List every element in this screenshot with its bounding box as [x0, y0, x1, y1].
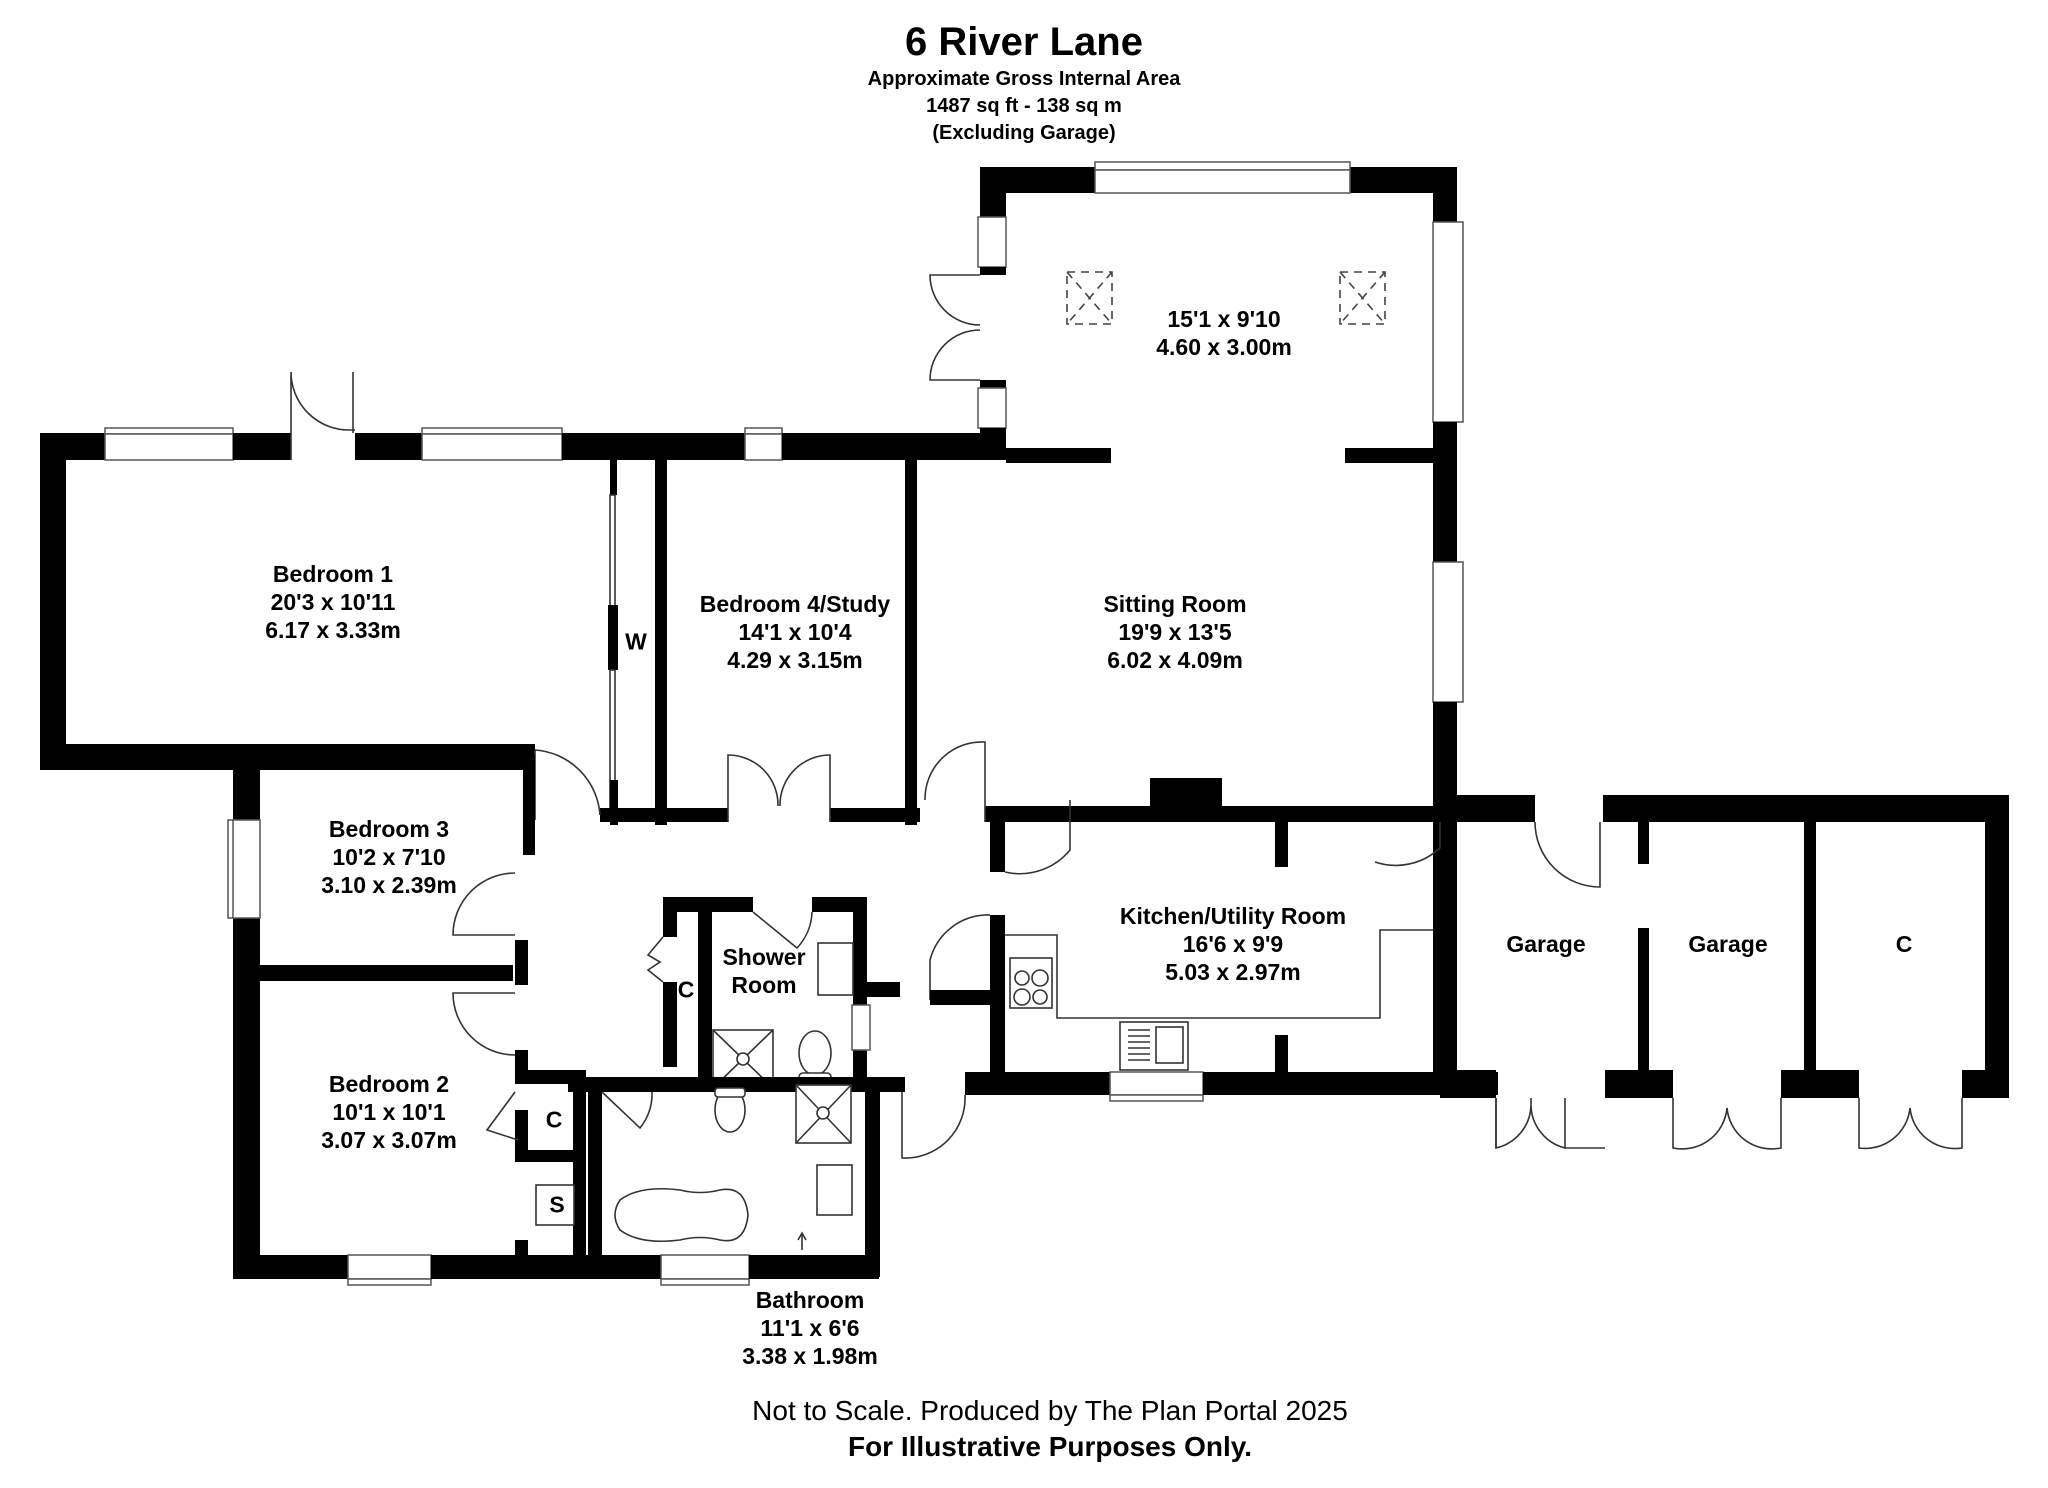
garage-side-door	[1534, 821, 1601, 888]
sitting-room-door	[924, 741, 986, 822]
bathroom-metric: 3.38 x 1.98m	[742, 1343, 878, 1370]
bedroom1-metric: 6.17 x 3.33m	[265, 617, 401, 644]
bedroom2-imperial: 10'1 x 10'1	[332, 1099, 446, 1126]
kitchen-metric: 5.03 x 2.97m	[1165, 959, 1301, 986]
bedroom1-door	[534, 749, 601, 820]
bedroom4-imperial: 14'1 x 10'4	[738, 619, 852, 646]
bedroom1-west-wall	[40, 433, 66, 770]
kitchen-label: Kitchen/Utility Room 16'6 x 9'9 5.03 x 2…	[1120, 902, 1346, 986]
garage-internal-door	[1374, 822, 1441, 867]
bedroom2-cupboard-door	[485, 1091, 519, 1141]
garage-store-label: C	[1896, 930, 1913, 958]
area-label: Approximate Gross Internal Area	[867, 68, 1181, 90]
bedroom4-double-door	[727, 754, 831, 822]
plan-header: 6 River Lane Approximate Gross Internal …	[868, 18, 1181, 147]
sunroom-french-doors	[929, 274, 981, 381]
hall-cupboard-door	[646, 936, 664, 983]
bathtub	[614, 1187, 749, 1243]
area-value: 1487 sq ft - 138 sq m	[926, 95, 1122, 117]
bedroom3-label: Bedroom 3 10'2 x 7'10 3.10 x 2.39m	[321, 815, 457, 899]
bedroom3-door	[452, 872, 516, 936]
kitchen-name: Kitchen/Utility Room	[1119, 903, 1347, 929]
sunroom-label: 15'1 x 9'10 4.60 x 3.00m	[1156, 305, 1292, 361]
garage-north-wall	[1603, 795, 2009, 822]
garage1-name: Garage	[1506, 931, 1586, 957]
bedrooms-south-wall	[233, 1255, 348, 1279]
garage-store-name: C	[1895, 931, 1913, 957]
bedroom1-name: Bedroom 1	[272, 561, 394, 587]
bedroom1-imperial: 20'3 x 10'11	[270, 589, 396, 616]
roof-light-left	[1066, 271, 1113, 325]
wardrobe-bedroom4-wall	[655, 460, 667, 825]
kitchen-south-wall	[965, 1072, 1110, 1095]
chimney-breast	[1150, 778, 1222, 808]
bathroom-basin	[816, 1164, 853, 1216]
bedroom2-cupboard-marker: C	[545, 1106, 563, 1133]
bedroom2-name: Bedroom 2	[328, 1071, 450, 1097]
sitting-room-name: Sitting Room	[1103, 591, 1247, 617]
shower-room-name-line2: Room	[731, 972, 797, 999]
shower-room-toilet	[798, 1030, 832, 1076]
bedroom4-east-wall	[905, 460, 917, 825]
sunroom-metric: 4.60 x 3.00m	[1156, 334, 1292, 361]
wardrobe-marker: W	[625, 628, 647, 655]
sitting-room-imperial: 19'9 x 13'5	[1118, 619, 1232, 646]
sitting-room-metric: 6.02 x 4.09m	[1107, 647, 1243, 674]
bathroom-imperial: 11'1 x 6'6	[760, 1315, 860, 1342]
bedroom1-external-door	[290, 371, 355, 460]
garage1-label: Garage	[1506, 930, 1585, 958]
shower-room-name-line1: Shower	[722, 944, 806, 970]
bedroom2-metric: 3.07 x 3.07m	[321, 1127, 457, 1154]
shower-room-door	[752, 911, 813, 950]
sunroom-imperial: 15'1 x 9'10	[1167, 306, 1281, 332]
bathroom-door	[601, 1091, 653, 1130]
main-north-wall	[40, 427, 987, 461]
bedroom3-bedroom2-wall	[258, 965, 513, 981]
bedroom4-name: Bedroom 4/Study	[699, 591, 891, 617]
hall-cupboard-marker: C	[677, 976, 695, 1003]
garage2-doors	[1672, 1098, 1782, 1150]
purpose-text: For Illustrative Purposes Only.	[847, 1431, 1253, 1462]
kitchen-worktop	[1005, 929, 1435, 1019]
garage-store-doors	[1858, 1098, 1963, 1150]
sitting-room-label: Sitting Room 19'9 x 13'5 6.02 x 4.09m	[1103, 590, 1246, 674]
disclaimer-text: Not to Scale. Produced by The Plan Porta…	[752, 1395, 1348, 1426]
bedroom2-door	[452, 992, 516, 1056]
bedroom3-imperial: 10'2 x 7'10	[332, 844, 446, 871]
bedroom4-label: Bedroom 4/Study 14'1 x 10'4 4.29 x 3.15m	[700, 590, 890, 674]
bedroom2-storage-marker: S	[549, 1191, 565, 1218]
bathroom-name: Bathroom	[755, 1287, 865, 1313]
area-note: (Excluding Garage)	[932, 122, 1116, 144]
garage1-doors	[1495, 1098, 1605, 1150]
kitchen-side-door	[929, 914, 991, 1000]
plan-footer: Not to Scale. Produced by The Plan Porta…	[752, 1393, 1348, 1465]
bedroom4-metric: 4.29 x 3.15m	[727, 647, 863, 674]
property-title: 6 River Lane	[905, 20, 1143, 64]
side-external-door	[901, 1092, 966, 1159]
garage-east-wall	[1985, 795, 2009, 1098]
kitchen-imperial: 16'6 x 9'9	[1182, 931, 1284, 958]
bedroom2-label: Bedroom 2 10'1 x 10'1 3.07 x 3.07m	[321, 1070, 457, 1154]
garage-north-wall-left	[1440, 795, 1535, 822]
shower-room-label: Shower Room	[722, 943, 805, 999]
bathroom-label: Bathroom 11'1 x 6'6 3.38 x 1.98m	[742, 1286, 878, 1370]
bedroom3-metric: 3.10 x 2.39m	[321, 872, 457, 899]
bedroom1-label: Bedroom 1 20'3 x 10'11 6.17 x 3.33m	[265, 560, 401, 644]
bedroom3-name: Bedroom 3	[328, 816, 450, 842]
garage2-name: Garage	[1688, 931, 1768, 957]
garage2-label: Garage	[1688, 930, 1767, 958]
roof-light-right	[1339, 271, 1386, 325]
kitchen-door	[1004, 800, 1071, 875]
shower-room-basin	[817, 942, 854, 996]
